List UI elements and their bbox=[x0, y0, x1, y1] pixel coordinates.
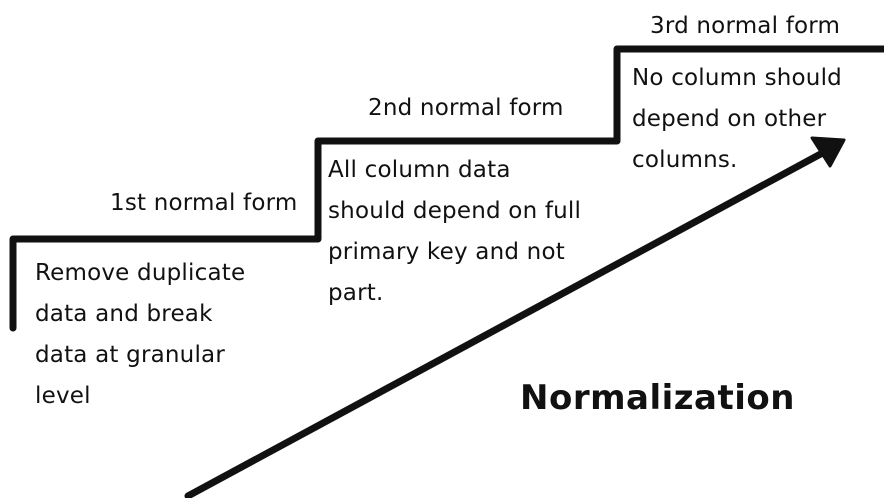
step-3-description: No column should depend on other columns… bbox=[632, 65, 842, 173]
step-3-label: 3rd normal form bbox=[650, 13, 841, 39]
step-2-label: 2nd normal form bbox=[368, 95, 564, 121]
staircase-line bbox=[9, 45, 884, 332]
diagram-title: Normalization bbox=[520, 378, 795, 418]
step-1-description: Remove duplicate data and break data at … bbox=[35, 260, 246, 409]
step-2-description: All column data should depend on full pr… bbox=[328, 157, 582, 306]
arrow-up-right-icon bbox=[810, 136, 846, 168]
arrow-shaft bbox=[184, 146, 832, 498]
step-1-label: 1st normal form bbox=[110, 190, 298, 216]
